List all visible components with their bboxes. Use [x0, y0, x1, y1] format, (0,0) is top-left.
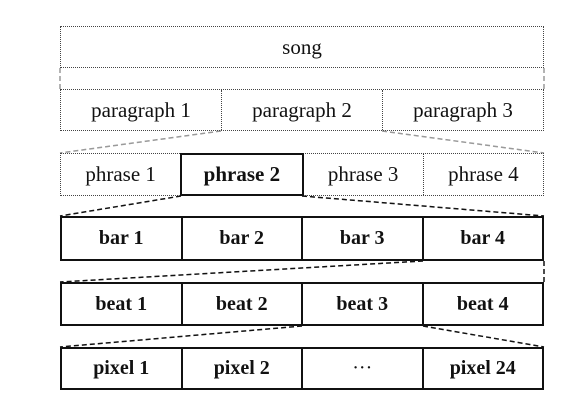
beat-cell: beat 2: [180, 284, 302, 324]
paragraph-cell: paragraph 3: [382, 90, 543, 130]
pixel-cell: pixel 24: [421, 349, 543, 388]
paragraph-cell: paragraph 2: [221, 90, 382, 130]
connector-phrase-right: [301, 195, 545, 217]
bar-cell: bar 3: [301, 218, 422, 259]
phrase-row: phrase 1 phrase 2 phrase 3 phrase 4: [60, 153, 544, 196]
song-cell: song: [282, 34, 322, 59]
beat-row: beat 1 beat 2 beat 3 beat 4: [60, 282, 544, 326]
bar-cell: bar 4: [421, 218, 543, 259]
connector-beat-right: [422, 325, 545, 348]
connector-bar-left: [59, 260, 424, 283]
paragraph-cell: paragraph 1: [91, 97, 191, 122]
connector-paragraph-right: [381, 130, 545, 154]
phrase-cell: phrase 1: [85, 162, 156, 186]
pixel-cell: pixel 2: [180, 349, 302, 388]
bar-cell: bar 1: [98, 227, 144, 249]
beat-cell: beat 3: [301, 284, 422, 324]
paragraph-row: paragraph 1 paragraph 2 paragraph 3: [60, 89, 544, 131]
bar-row: bar 1 bar 2 bar 3 bar 4: [60, 216, 544, 261]
connector-phrase-left: [59, 195, 182, 217]
connector-beat-left: [59, 325, 303, 348]
beat-cell: beat 1: [95, 292, 148, 315]
connector-paragraph-left: [59, 130, 222, 154]
bar-cell: bar 2: [180, 218, 302, 259]
pixel-ellipsis-cell: ···: [301, 349, 422, 388]
phrase-cell: phrase 4: [422, 154, 543, 195]
beat-cell: beat 4: [421, 284, 543, 324]
pixel-row: pixel 1 pixel 2 ··· pixel 24: [60, 347, 544, 390]
song-row: song: [60, 26, 544, 68]
pixel-cell: pixel 1: [93, 357, 150, 379]
phrase-cell: phrase 3: [327, 162, 399, 186]
phrase-cell-selected: phrase 2: [180, 153, 304, 196]
